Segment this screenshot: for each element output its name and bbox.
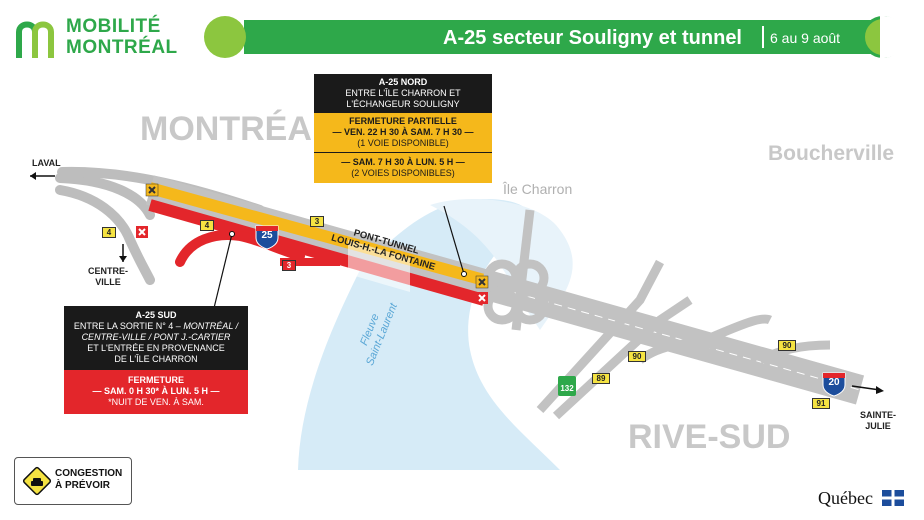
north-box-title: A-25 NORD bbox=[378, 77, 428, 87]
logo-line1: MOBILITÉ bbox=[66, 16, 161, 37]
exit-tag-90-east: 90 bbox=[778, 340, 796, 351]
page-title: A-25 secteur Souligny et tunnel bbox=[443, 27, 742, 49]
direction-centre-ville: CENTRE- VILLE bbox=[88, 266, 128, 287]
mobilite-montreal-logo: MOBILITÉ MONTRÉAL bbox=[16, 14, 196, 64]
a25-shield-number: 25 bbox=[261, 230, 273, 241]
exit-tag-89: 89 bbox=[592, 373, 610, 384]
a25-nord-closure-segment bbox=[148, 182, 486, 286]
region-montreal: MONTRÉAL bbox=[140, 110, 333, 148]
south-closure-box: A-25 SUD ENTRE LA SORTIE N° 4 – MONTRÉAL… bbox=[64, 306, 248, 414]
logo-line2: MONTRÉAL bbox=[66, 37, 178, 58]
south-closure-type: FERMETURE bbox=[128, 375, 184, 385]
r132-shield-number: 132 bbox=[560, 384, 574, 393]
a20-shield-number: 20 bbox=[828, 377, 840, 388]
quebec-flag-icon bbox=[882, 490, 904, 506]
closure-x-markers bbox=[136, 183, 489, 304]
title-banner: A-25 secteur Souligny et tunnel 6 au 9 a… bbox=[204, 14, 910, 60]
exit-tag-3-north: 3 bbox=[310, 216, 324, 227]
r132-shield bbox=[558, 376, 576, 396]
north-closure-type: FERMETURE PARTIELLE bbox=[349, 116, 457, 126]
north-leader-line bbox=[443, 205, 465, 275]
ile-charron-interchange bbox=[483, 209, 549, 331]
exit-tag-90-west: 90 bbox=[628, 351, 646, 362]
tunnel-section bbox=[348, 240, 410, 292]
a20-shield bbox=[822, 372, 846, 397]
a25-shield bbox=[255, 225, 279, 250]
south-leader-line bbox=[213, 233, 233, 309]
logo-m-icon bbox=[16, 21, 54, 58]
a25-sud-closure-ramp bbox=[175, 230, 305, 267]
direction-laval: LAVAL bbox=[32, 158, 61, 168]
region-boucherville: Boucherville bbox=[768, 142, 895, 165]
north-closure-box: A-25 NORD ENTRE L'ÎLE CHARRON ET L'ÉCHAN… bbox=[314, 74, 492, 183]
region-rive-sud: RIVE-SUD bbox=[628, 418, 791, 456]
congestion-warning-icon bbox=[22, 466, 52, 496]
exit-tag-4: 4 bbox=[200, 220, 214, 231]
quebec-wordmark: Québec bbox=[818, 488, 873, 508]
east-ramps bbox=[536, 259, 831, 420]
congestion-legend: CONGESTION À PRÉVOIR bbox=[14, 457, 132, 505]
banner-dot-right bbox=[862, 16, 905, 58]
date-range: 6 au 9 août bbox=[770, 30, 841, 46]
exit-tag-91: 91 bbox=[812, 398, 830, 409]
exit-tag-3-south: 3 bbox=[282, 260, 296, 271]
south-box-title: A-25 SUD bbox=[135, 310, 177, 320]
exit-tag-4-west: 4 bbox=[102, 227, 116, 238]
region-ile-charron: Île Charron bbox=[503, 181, 573, 197]
banner-dot-left bbox=[204, 16, 246, 58]
direction-sainte-julie: SAINTE- JULIE bbox=[860, 410, 896, 431]
sainte-julie-arrow bbox=[851, 385, 881, 391]
